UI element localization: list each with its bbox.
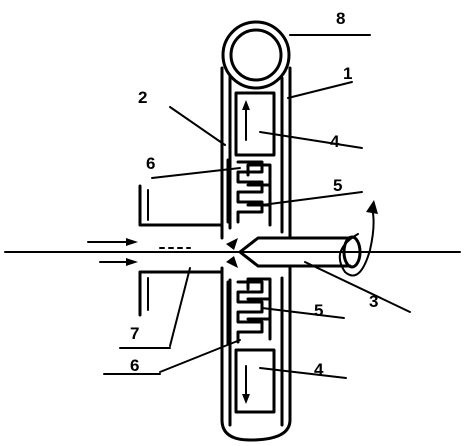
shaft	[238, 236, 352, 268]
label-8: 8	[336, 9, 345, 28]
label-1: 1	[343, 64, 352, 83]
label-4-lower: 4	[314, 360, 324, 379]
top-chamber-8	[221, 20, 291, 90]
outer-casing	[220, 66, 292, 240]
upper-chamber-4	[234, 91, 276, 157]
outer-casing-lower	[220, 266, 292, 442]
upper-labyrinth-seal	[226, 158, 272, 227]
rotation-arrow	[338, 207, 375, 277]
lower-arrow-head	[242, 394, 250, 404]
upper-arrow-head	[242, 100, 250, 110]
inlet-flow-arrows	[87, 238, 191, 266]
lower-labyrinth-seal	[226, 277, 272, 346]
leader-lines	[103, 34, 411, 379]
inlet-pipe-lower-wall	[138, 270, 224, 317]
label-3: 3	[369, 292, 378, 311]
label-6-upper: 6	[146, 154, 155, 173]
entry-arrows	[226, 238, 238, 268]
label-2: 2	[138, 88, 147, 107]
label-5-upper: 5	[333, 176, 342, 195]
label-7: 7	[130, 324, 139, 343]
inlet-pipe-upper-wall	[138, 184, 224, 227]
lower-chamber-4	[234, 348, 276, 414]
label-5-lower: 5	[314, 301, 323, 320]
rotation-arrow-head	[366, 200, 378, 214]
label-6-lower: 6	[130, 356, 139, 375]
label-4-upper: 4	[330, 132, 340, 151]
